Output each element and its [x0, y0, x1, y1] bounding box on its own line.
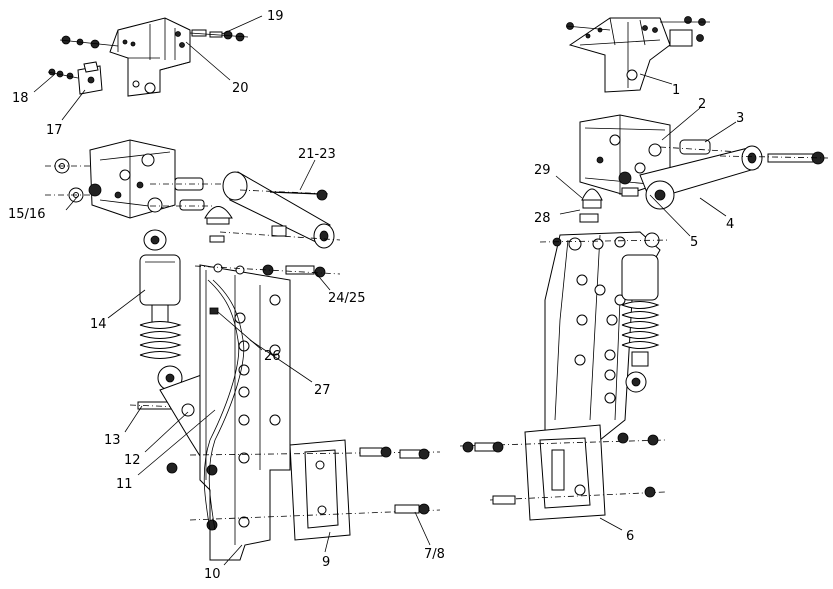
label-12: 12: [124, 453, 141, 468]
shock-absorber-14: [139, 254, 183, 391]
sensor-17: [77, 61, 103, 95]
label-1: 1: [672, 83, 680, 98]
label-27: 27: [314, 383, 331, 398]
label-28: 28: [534, 211, 551, 226]
label-24-25: 24/25: [328, 291, 365, 306]
part-labels: 19 20 18 17 15/16 21-23 24/25 14 26 27 1…: [8, 9, 744, 582]
damper-4: [639, 145, 829, 210]
leader-lines: [33, 15, 737, 566]
cable-26-27: [203, 279, 245, 531]
label-4: 4: [726, 217, 734, 232]
label-11: 11: [116, 477, 133, 492]
bolts-left-top: [59, 35, 119, 49]
label-20: 20: [232, 81, 249, 96]
label-10: 10: [204, 567, 221, 582]
label-17: 17: [46, 123, 63, 138]
bolts-18: [47, 68, 79, 80]
label-6: 6: [626, 529, 634, 544]
label-18: 18: [12, 91, 29, 106]
upper-bracket-right: [565, 16, 710, 93]
label-5: 5: [690, 235, 698, 250]
frame-plate-10: [199, 263, 291, 561]
bump-stop: [204, 206, 233, 243]
label-21-23: 21-23: [298, 147, 336, 162]
bolts-7-8: [166, 446, 441, 521]
mount-plate-9: [289, 439, 351, 541]
label-7-8: 7/8: [424, 547, 445, 562]
label-3: 3: [736, 111, 744, 126]
damper-upper-left: [222, 171, 335, 249]
washers-15-16: [45, 158, 92, 203]
label-14: 14: [90, 317, 107, 332]
pins-left: [150, 177, 230, 211]
bump-stop-29: [579, 187, 639, 223]
lock-mechanism-left: [88, 139, 176, 219]
shock-absorber-right: [621, 254, 660, 393]
bolts-right-lower: [459, 432, 666, 505]
upper-bracket-left: [109, 17, 191, 97]
label-2: 2: [698, 97, 706, 112]
label-15-16: 15/16: [8, 207, 45, 222]
mount-plate-6: [524, 424, 606, 521]
pin-3: [659, 139, 741, 155]
label-9: 9: [322, 555, 330, 570]
label-13: 13: [104, 433, 121, 448]
bolts-19: [189, 29, 249, 42]
label-19: 19: [267, 9, 284, 24]
rubber-bushing-top: [143, 229, 167, 251]
label-29: 29: [534, 163, 551, 178]
label-26: 26: [264, 349, 281, 364]
